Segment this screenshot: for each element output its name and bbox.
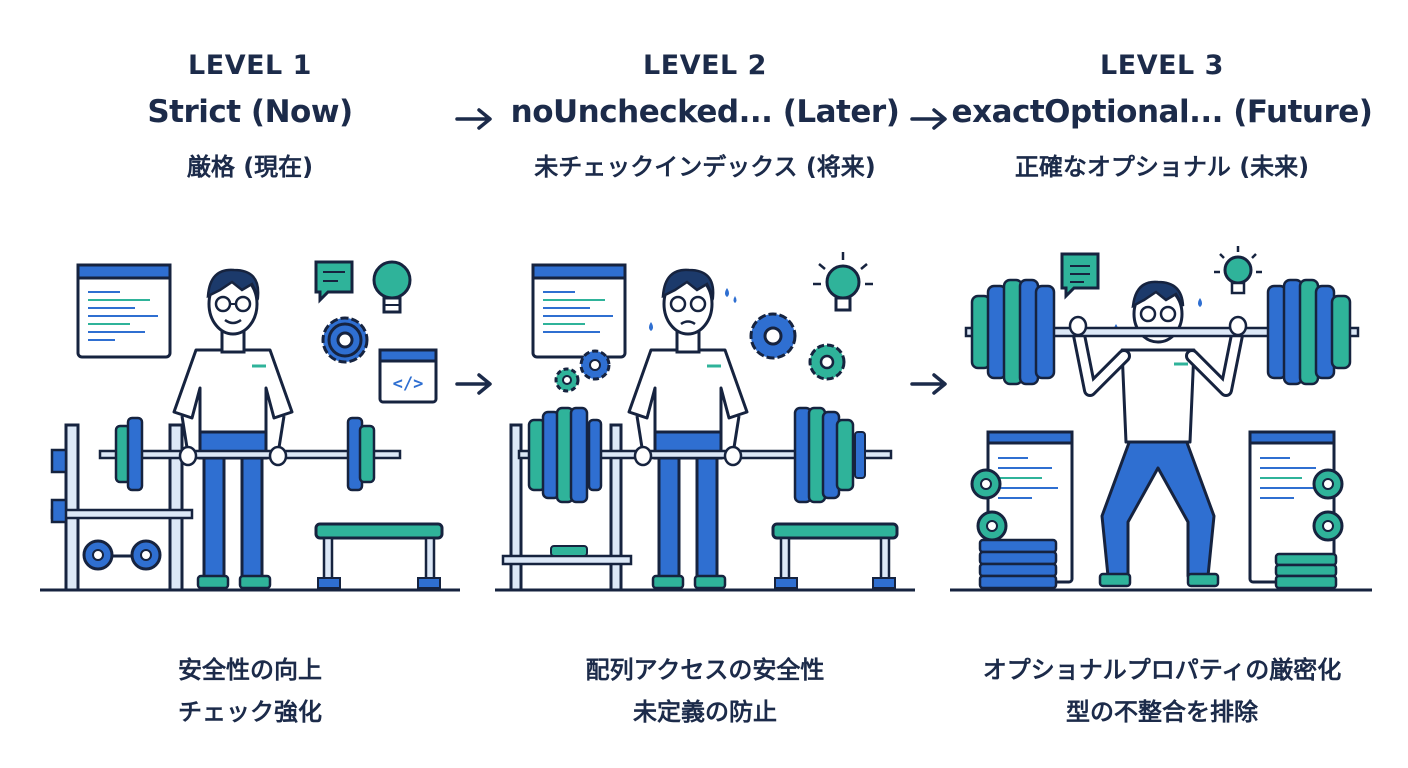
lightbulb-icon <box>372 260 412 314</box>
arrow-right-icon <box>455 373 492 395</box>
level-1-label: LEVEL 1 <box>188 50 312 81</box>
level-3-name: exactOptional... (Future) <box>951 94 1373 130</box>
level-3-desc-line-1: オプショナルプロパティの厳密化 <box>982 656 1342 684</box>
lightbulb-icon <box>1214 246 1262 295</box>
svg-text:</>: </> <box>393 374 424 394</box>
level-1-illustration: </> <box>40 260 460 592</box>
barbell-light <box>98 416 402 492</box>
level-2-panel: LEVEL 2 noUnchecked... (Later) 未チェックインデッ… <box>475 0 935 768</box>
person-level-2 <box>627 268 749 590</box>
barbell-medium <box>517 406 893 504</box>
arrow-right-icon <box>910 373 947 395</box>
person-level-1 <box>172 268 294 590</box>
level-2-desc-line-1: 配列アクセスの安全性 <box>585 656 825 684</box>
arrow-right-icon <box>910 108 947 130</box>
bench <box>771 522 899 590</box>
code-window-icon <box>76 263 172 359</box>
gear-icon <box>321 316 369 364</box>
level-3-label: LEVEL 3 <box>1100 50 1224 81</box>
plate-stack-right <box>1274 468 1344 590</box>
level-1-desc-line-2: チェック強化 <box>178 698 322 726</box>
plate-stack-left <box>970 468 1058 590</box>
barbell-heavy <box>964 278 1360 386</box>
level-2-illustration <box>495 252 915 592</box>
level-3-name-jp: 正確なオプショナル (未来) <box>1014 153 1310 181</box>
code-window-icon <box>531 263 627 359</box>
squat-rack <box>501 423 633 592</box>
squat-rack <box>50 423 194 592</box>
level-2-desc-line-2: 未定義の防止 <box>633 698 777 726</box>
level-1-name-jp: 厳格 (現在) <box>186 153 314 181</box>
chat-bubble-icon <box>314 260 354 304</box>
chat-bubble-icon <box>1060 252 1100 300</box>
level-2-label: LEVEL 2 <box>643 50 767 81</box>
level-3-desc-line-2: 型の不整合を排除 <box>1066 698 1258 726</box>
level-1-panel: LEVEL 1 Strict (Now) 厳格 (現在) <box>20 0 480 768</box>
arrow-right-icon <box>455 108 492 130</box>
gear-icon <box>554 312 846 393</box>
code-panel-right <box>1248 430 1336 584</box>
level-1-desc-line-1: 安全性の向上 <box>178 656 322 684</box>
level-1-name: Strict (Now) <box>147 94 353 130</box>
code-tag-window-icon: </> <box>378 348 438 404</box>
lightbulb-icon <box>813 252 873 312</box>
level-3-panel: LEVEL 3 exactOptional... (Future) 正確なオプシ… <box>932 0 1392 768</box>
level-3-illustration <box>950 246 1372 592</box>
level-2-name-jp: 未チェックインデックス (将来) <box>534 153 876 181</box>
bench <box>314 522 444 590</box>
level-2-name: noUnchecked... (Later) <box>510 94 900 130</box>
